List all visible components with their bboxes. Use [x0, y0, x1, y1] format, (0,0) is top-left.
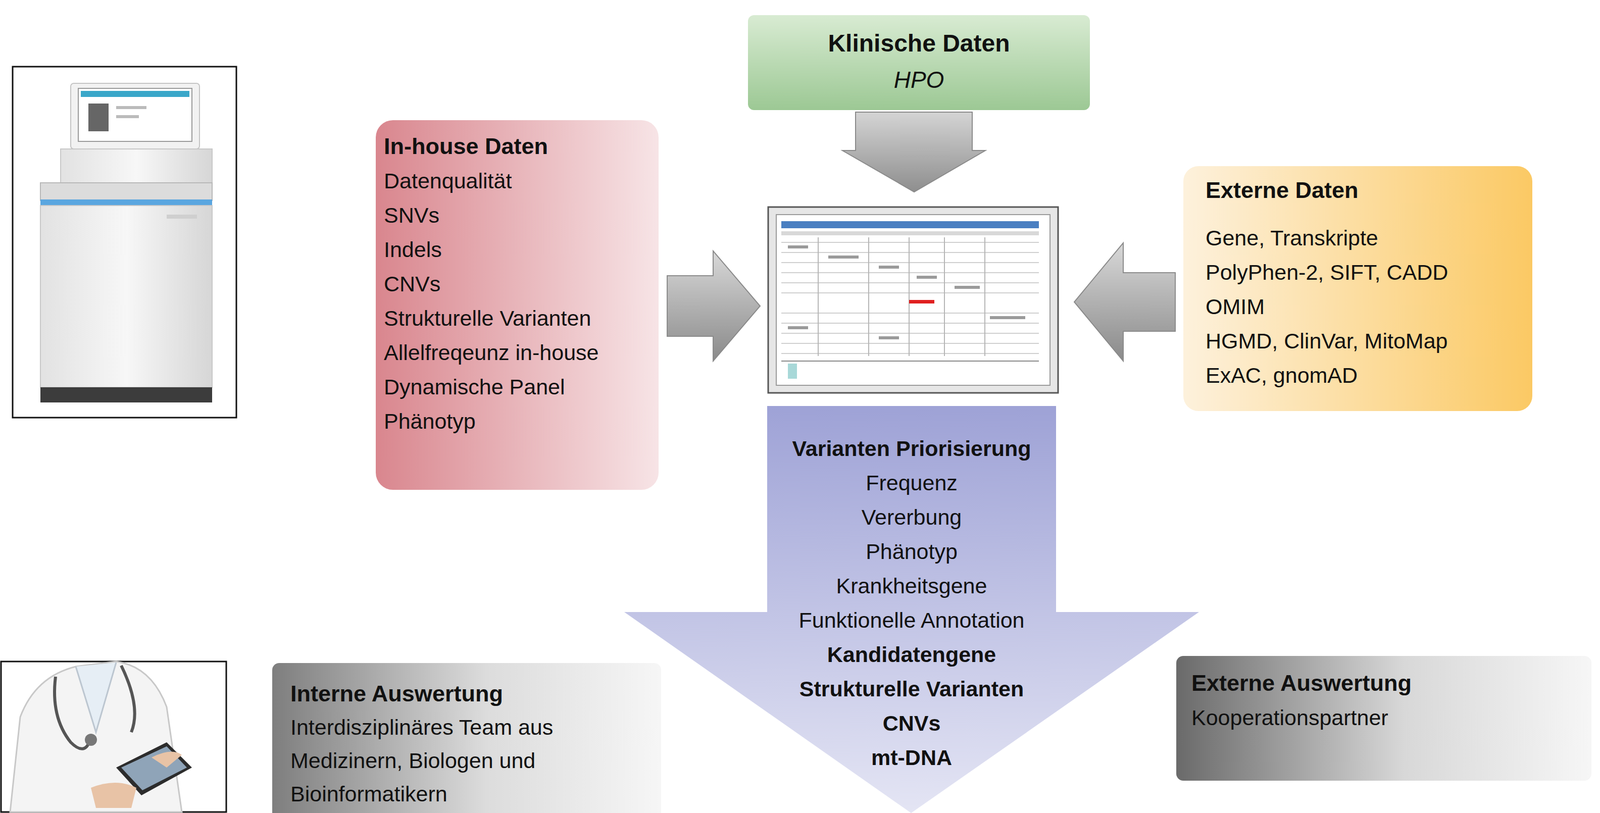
node-text: Dynamische Panel	[383, 369, 652, 405]
node-text: mt-DNA	[624, 740, 1199, 775]
prioritisation-arrow: Varianten PriorisierungFrequenzVererbung…	[624, 406, 1199, 813]
node-text: Strukturelle Varianten	[624, 671, 1199, 707]
external-evaluation-box: Externe AuswertungKooperationspartner	[1176, 656, 1592, 781]
node-text: CNVs	[624, 706, 1199, 741]
node-heading: Externe Daten	[1205, 173, 1523, 208]
block-arrow-down	[842, 112, 986, 192]
node-text: Allelfreqeunz in-house	[383, 335, 652, 370]
doctor-illustration	[1, 661, 227, 813]
node-heading: Klinische Daten	[758, 25, 1080, 62]
node-text: Krankheitsgene	[624, 568, 1199, 604]
node-text: HPO	[758, 61, 1080, 98]
block-arrow-right	[667, 251, 761, 362]
node-text: Frequenz	[624, 465, 1199, 500]
node-text: OMIM	[1205, 289, 1523, 324]
node-text: PolyPhen-2, SIFT, CADD	[1205, 255, 1523, 290]
node-text: Kandidatengene	[624, 637, 1199, 672]
node-text: Vererbung	[624, 500, 1199, 535]
node-text: Kooperationspartner	[1191, 700, 1582, 735]
sequencer-illustration	[12, 66, 237, 418]
node-text: CNVs	[383, 266, 652, 302]
external-data-box: Externe DatenGene, TranskriptePolyPhen-2…	[1183, 166, 1533, 412]
node-text: SNVs	[383, 197, 652, 233]
node-text: Strukturelle Varianten	[383, 301, 652, 336]
node-text: ExAC, gnomAD	[1205, 358, 1523, 393]
node-heading: Interne Auswertung	[290, 677, 652, 711]
internal-evaluation-box: Interne AuswertungInterdisziplinäres Tea…	[272, 663, 662, 813]
node-heading: In-house Daten	[383, 129, 652, 164]
node-text: Phänotyp	[383, 404, 652, 439]
node-text: Funktionelle Annotation	[624, 603, 1199, 638]
node-text: Interdisziplinäres Team aus Medizinern, …	[290, 710, 652, 811]
node-heading: Varianten Priorisierung	[624, 431, 1199, 466]
node-text: Datenqualität	[383, 163, 652, 198]
screen-illustration	[768, 207, 1059, 393]
block-arrow-left	[1074, 242, 1176, 362]
inhouse-data-box: In-house DatenDatenqualitätSNVsIndelsCNV…	[375, 120, 659, 490]
clinical-data-box: Klinische DatenHPO	[747, 15, 1090, 111]
node-text: Phänotyp	[624, 534, 1199, 569]
node-text: Indels	[383, 232, 652, 267]
node-text: HGMD, ClinVar, MitoMap	[1205, 323, 1523, 359]
node-text: Gene, Transkripte	[1205, 220, 1523, 256]
node-heading: Externe Auswertung	[1191, 666, 1582, 701]
